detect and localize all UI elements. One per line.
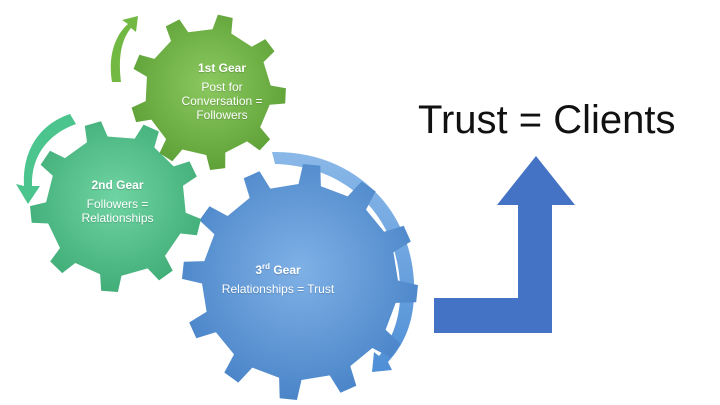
gear-2-line: Followers = bbox=[86, 197, 149, 211]
gear-3-icon bbox=[182, 164, 418, 400]
gear2-body bbox=[30, 121, 201, 292]
gear-1-line: Post for bbox=[201, 80, 243, 94]
gear-2-icon bbox=[30, 121, 201, 292]
bent-up-arrow-icon bbox=[434, 156, 575, 333]
gear-3-label: 3rd Gear Relationships = Trust bbox=[208, 262, 348, 296]
curved-arrow-icon bbox=[16, 114, 76, 204]
gear-1-icon bbox=[131, 14, 286, 170]
gear1-body bbox=[131, 14, 286, 170]
curved-arrow-icon bbox=[272, 151, 415, 372]
gear-3-title: 3rd Gear bbox=[255, 262, 301, 277]
gear-3-line: Relationships = Trust bbox=[221, 282, 335, 296]
gear-1-line: Conversation = bbox=[181, 94, 263, 108]
gear-1-line: Followers bbox=[196, 108, 248, 122]
gear-2-label: 2nd Gear Followers = Relationships bbox=[60, 178, 175, 225]
gear3-body bbox=[182, 164, 418, 400]
gear-1-label: 1st Gear Post for Conversation = Followe… bbox=[167, 61, 277, 122]
gear-2-line: Relationships bbox=[81, 211, 154, 225]
gear-1-title: 1st Gear bbox=[197, 61, 247, 75]
gear-2-title: 2nd Gear bbox=[91, 178, 144, 192]
curved-arrow-icon bbox=[110, 16, 138, 82]
headline: Trust = Clients bbox=[418, 98, 676, 142]
